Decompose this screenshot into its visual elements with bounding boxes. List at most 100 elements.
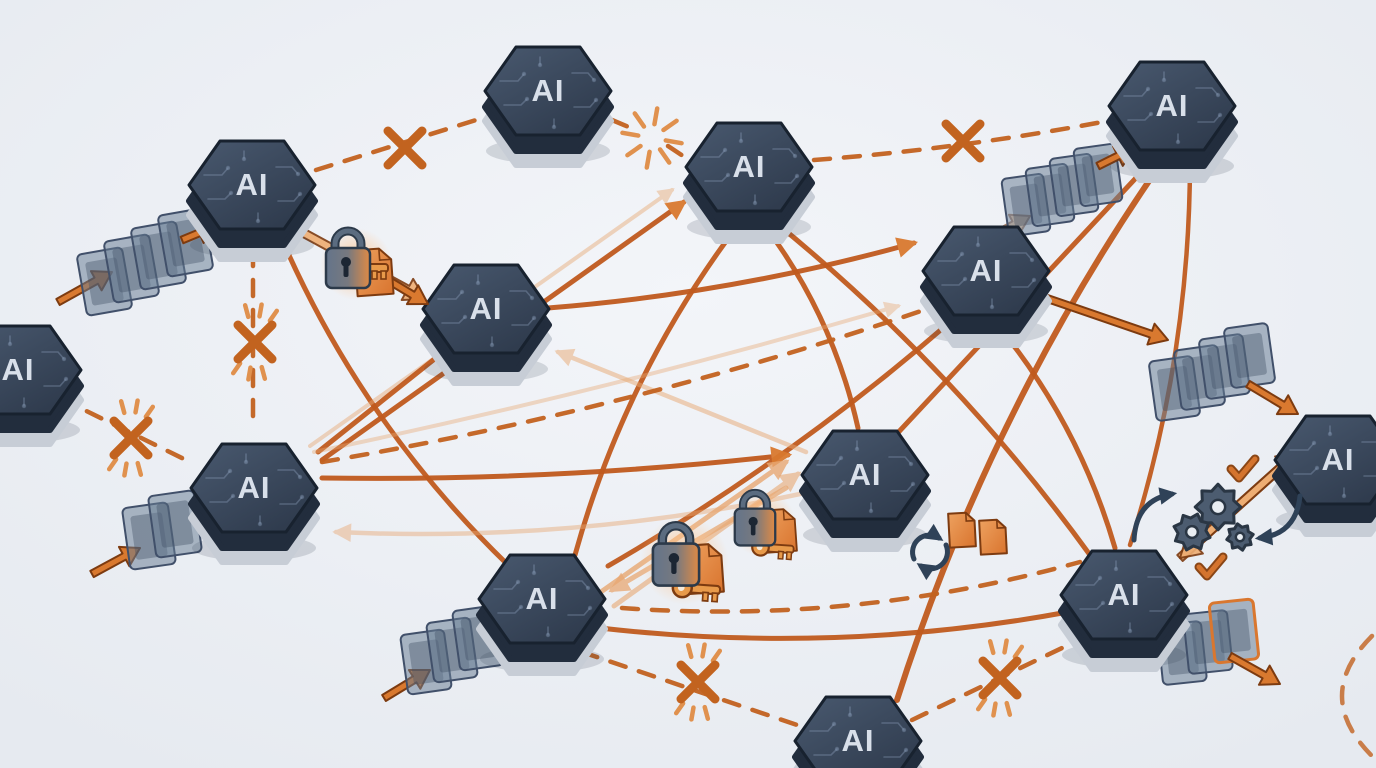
circuit-trace: [275, 166, 299, 175]
node-bottom-center: AI: [476, 553, 608, 676]
circuit-trace: [809, 723, 835, 732]
circuit-dot: [475, 280, 481, 286]
document-fold: [378, 248, 392, 261]
circuit-trace: [1011, 279, 1035, 288]
circuit-dot: [1031, 277, 1037, 283]
ai-node-label: AI: [236, 167, 269, 202]
x-stroke: [233, 320, 277, 364]
circuit-trace: [1197, 114, 1221, 123]
keyhole-stem: [671, 560, 677, 575]
circuit-dot: [1327, 431, 1333, 437]
spark-ray: [259, 364, 268, 381]
check-bottom: [1194, 552, 1228, 581]
circuit-trace: [816, 457, 842, 466]
connection-line: [997, 325, 1118, 551]
document-panel: [1207, 597, 1261, 665]
circuit-dot: [63, 376, 69, 382]
spark-ray: [632, 111, 647, 129]
x-left-edge: [106, 398, 156, 478]
circuit-trace: [573, 99, 597, 108]
circuit-dot: [228, 190, 234, 196]
circuit-trace: [890, 483, 914, 492]
document-fold: [782, 509, 795, 521]
node-left-lower: AI: [188, 442, 320, 565]
node-top-right: AI: [1106, 60, 1238, 183]
lock-shackle: [659, 523, 693, 549]
connection-line: [894, 159, 1165, 703]
node-top-left: AI: [186, 139, 318, 262]
key-tooth: [380, 270, 387, 280]
circuit-dot: [255, 218, 261, 224]
lock-top-left: [320, 226, 429, 306]
document-fold: [964, 512, 975, 522]
circuit-dot: [752, 200, 758, 206]
circuit-trace: [704, 174, 729, 182]
spark-ray: [1012, 644, 1025, 659]
node-upper-mid: AI: [683, 121, 815, 244]
connection-line: [545, 237, 919, 311]
connection-dashed: [665, 143, 689, 161]
circuit-dot: [975, 242, 981, 248]
circuit-dot: [831, 721, 837, 727]
keyhole-stem: [750, 523, 756, 536]
spark-ray: [673, 701, 686, 716]
document-fold: [995, 519, 1006, 529]
circuit-dot: [1145, 86, 1151, 92]
checkmark-stroke: [1196, 554, 1226, 579]
document-fold: [707, 544, 722, 558]
spark-ray: [975, 697, 988, 712]
circuit-dot: [1175, 139, 1181, 145]
document-panel-inner: [1217, 608, 1251, 654]
circuit-dot: [1097, 575, 1103, 581]
node-top-face: [421, 263, 551, 355]
circuit-dot: [459, 289, 465, 295]
node-top-face: [921, 225, 1051, 317]
circuit-dot: [1100, 600, 1106, 606]
circuit-dot: [585, 585, 591, 591]
circuit-dot: [794, 173, 800, 179]
circuit-dot: [1113, 566, 1119, 572]
circuit-dot: [545, 632, 551, 638]
spark-ray: [702, 704, 711, 721]
spark-ray: [644, 149, 652, 170]
circuit-trace: [1363, 475, 1376, 477]
cycle-arrow-right: [1254, 493, 1303, 546]
sync-arc: [910, 523, 944, 562]
ai-node-label: AI: [1108, 577, 1141, 612]
node-top-face: [0, 324, 83, 416]
circuit-trace: [772, 148, 796, 157]
circuit-dot: [854, 446, 860, 452]
spark-ray: [257, 302, 264, 319]
spark-ray: [106, 457, 119, 472]
gear-icon: [1225, 522, 1255, 552]
ai-node-label: AI: [842, 723, 875, 758]
gear-icon: [1172, 512, 1212, 552]
circuit-dot: [725, 172, 731, 178]
node-bottom-right: AI: [1058, 549, 1190, 672]
connection-line: [572, 222, 741, 558]
lock-shackle: [740, 490, 770, 513]
spark-ray: [625, 143, 643, 158]
lock-center-a: [640, 516, 729, 605]
connection-line: [315, 342, 455, 455]
circuit-dot: [1314, 465, 1320, 471]
connection-line: [772, 219, 1093, 558]
circuit-dot: [299, 494, 305, 500]
circuit-dot: [908, 461, 914, 467]
node-top-face: [1059, 549, 1189, 641]
ai-node-label: AI: [970, 253, 1003, 288]
spark-ray: [661, 118, 679, 133]
circuit-dot: [838, 455, 844, 461]
circuit-dot: [529, 295, 535, 301]
circuit-trace: [881, 722, 905, 731]
circuit-dot: [531, 570, 537, 576]
circuit-dot: [489, 342, 495, 348]
connection-line: [597, 609, 1071, 641]
doc-stack-arrow-out: [1245, 379, 1299, 416]
document-panel-inner: [1232, 333, 1267, 378]
node-far-right: AI: [1272, 414, 1376, 537]
circuit-dot: [962, 276, 968, 282]
circuit-dot: [841, 480, 847, 486]
circuit-trace: [1079, 602, 1104, 610]
spark-ray: [685, 643, 694, 660]
